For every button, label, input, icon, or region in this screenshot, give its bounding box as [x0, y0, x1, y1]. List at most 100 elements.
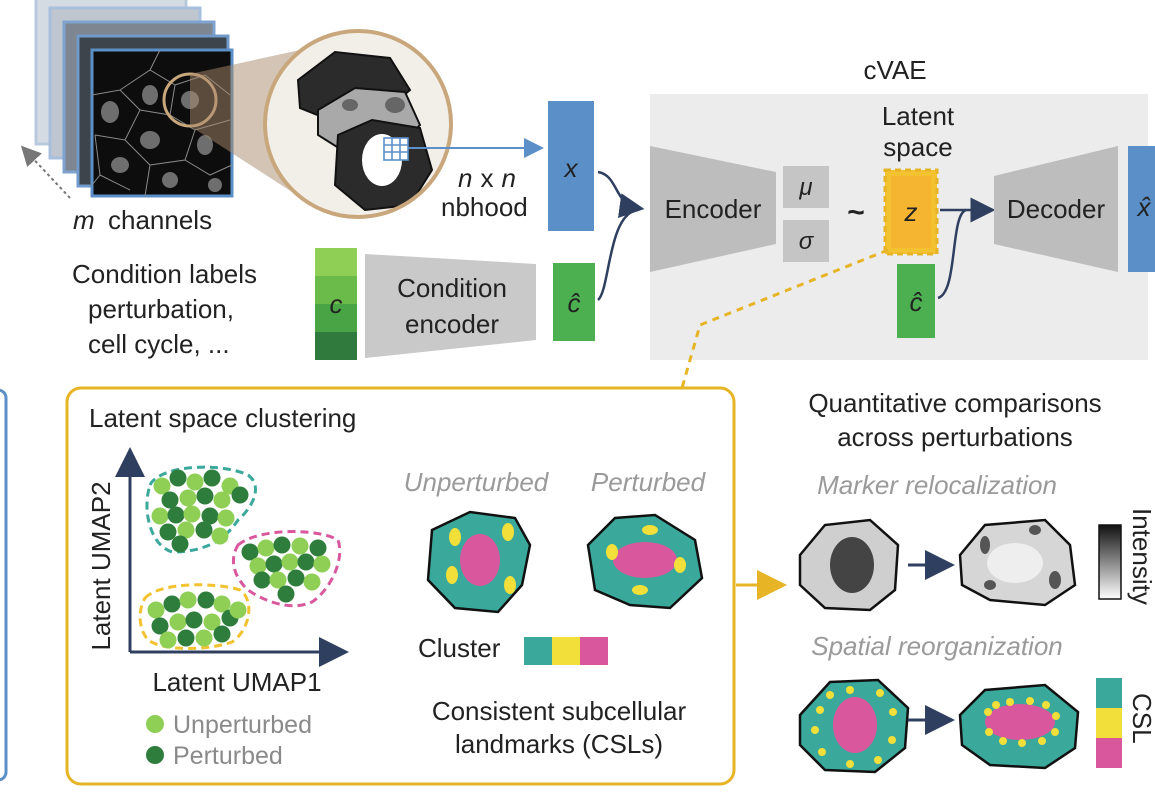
- x-to-encoder-arrow: [597, 170, 645, 218]
- scatter-point: [159, 523, 177, 541]
- scatter-point: [177, 521, 195, 539]
- chat-vector-label: ĉ: [568, 288, 581, 318]
- legend-perturbed: Perturbed: [173, 742, 283, 770]
- scatter-point: [147, 601, 165, 619]
- decoder-label: Decoder: [1007, 194, 1106, 224]
- c-label: c: [330, 289, 343, 319]
- scatter-point: [281, 553, 299, 571]
- csl-swatch-yellow: [1096, 708, 1122, 738]
- scatter-point: [213, 491, 231, 509]
- scatter-point: [211, 527, 229, 545]
- quant-title-line1: Quantitative comparisons: [808, 388, 1101, 418]
- latent-space-line1: Latent: [882, 101, 955, 131]
- decoder-trapezoid: [994, 146, 1118, 272]
- scatter-point: [291, 537, 309, 555]
- scatter-point: [201, 507, 219, 525]
- mu-box: [783, 166, 829, 208]
- scatter-point: [177, 629, 195, 647]
- csl-swatch-pink: [1096, 738, 1122, 768]
- spatial-cell-before: [798, 678, 910, 774]
- x-vector: [548, 101, 594, 231]
- grid-icon: [383, 137, 409, 161]
- scatter-point: [213, 595, 231, 613]
- spatial-cell-after: [958, 683, 1080, 770]
- scatter-point: [161, 491, 179, 509]
- c-to-encoder-arrow: [597, 208, 638, 301]
- condition-encoder-line1: Condition: [397, 273, 507, 303]
- latent-z-label: z: [904, 197, 918, 227]
- scatter-point: [269, 571, 287, 589]
- latent-chat-vector: [897, 264, 935, 338]
- x-axis-label: Latent UMAP1: [152, 667, 321, 697]
- xhat-label: x̂: [1136, 192, 1152, 222]
- scatter-point: [213, 625, 231, 643]
- edge-panel: [0, 388, 8, 782]
- scatter-point: [183, 505, 201, 523]
- scatter-point: [195, 629, 213, 647]
- scatter-point: [151, 617, 169, 635]
- marker-cell-before: [798, 518, 900, 612]
- scatter-point: [303, 573, 321, 591]
- y-axis-label: Latent UMAP2: [86, 481, 116, 650]
- unperturbed-cell: [426, 510, 532, 614]
- cluster-swatch-teal: [524, 637, 552, 665]
- cluster-teal-outline: [145, 465, 257, 554]
- latent-chat-label: ĉ: [910, 287, 923, 317]
- scatter-point: [277, 585, 295, 603]
- scatter-point: [249, 557, 267, 575]
- scatter-point: [241, 543, 259, 561]
- scatter-point: [163, 595, 181, 613]
- latent-link-dashed: [680, 248, 889, 389]
- magnified-cell-view: [263, 29, 453, 219]
- condition-labels-line3: cell cycle, ...: [88, 329, 230, 359]
- scatter-point: [169, 469, 187, 487]
- channels-label: channels: [108, 205, 212, 235]
- cvae-title: cVAE: [863, 55, 926, 85]
- scatter-point: [265, 555, 283, 573]
- scatter-point: [297, 553, 315, 571]
- scatter-point: [167, 506, 185, 524]
- cluster-swatch-pink: [580, 637, 608, 665]
- scatter-point: [287, 569, 305, 587]
- channels-arrow: [20, 145, 71, 199]
- latent-z-inner: [891, 176, 931, 248]
- mu-label: μ: [798, 174, 812, 201]
- csl-label: CSL: [1127, 693, 1155, 744]
- scatter-point: [195, 521, 213, 539]
- scatter-point: [203, 613, 221, 631]
- c-to-decoder-arrow: [937, 208, 967, 300]
- scatter-point: [273, 536, 291, 554]
- cluster-swatch-yellow: [552, 637, 580, 665]
- cluster-pink-outline: [231, 530, 342, 608]
- scatter-point: [231, 486, 249, 504]
- scatter-point: [203, 469, 221, 487]
- encoder-label: Encoder: [665, 194, 762, 224]
- condition-labels-title: Condition labels: [72, 259, 257, 289]
- sigma-box: [783, 220, 829, 262]
- scatter-point: [313, 555, 331, 573]
- scatter-point: [179, 489, 197, 507]
- legend-unperturbed: Unperturbed: [173, 711, 312, 739]
- csl-line1: Consistent subcellular: [432, 696, 687, 726]
- condition-encoder-line2: encoder: [405, 309, 499, 339]
- unperturbed-heading: Unperturbed: [404, 467, 550, 497]
- condition-labels-line2: perturbation,: [88, 294, 234, 324]
- m-label: m: [73, 205, 95, 235]
- sigma-label: σ: [799, 228, 815, 255]
- encoder-trapezoid: [650, 146, 776, 272]
- tilde-symbol: ~: [847, 196, 865, 229]
- x-vector-label: x: [563, 153, 579, 183]
- marker-relocalization-label: Marker relocalization: [817, 470, 1057, 500]
- intensity-colorbar: [1098, 524, 1122, 600]
- condition-vector-c: [315, 248, 357, 360]
- scatter-point: [229, 601, 247, 619]
- perturbed-heading: Perturbed: [591, 467, 707, 497]
- scatter-point: [171, 535, 189, 553]
- scatter-point: [196, 487, 214, 505]
- condition-encoder: [365, 254, 536, 358]
- scatter-point: [217, 509, 235, 527]
- scatter-points: [147, 469, 331, 649]
- intensity-label: Intensity: [1127, 508, 1155, 605]
